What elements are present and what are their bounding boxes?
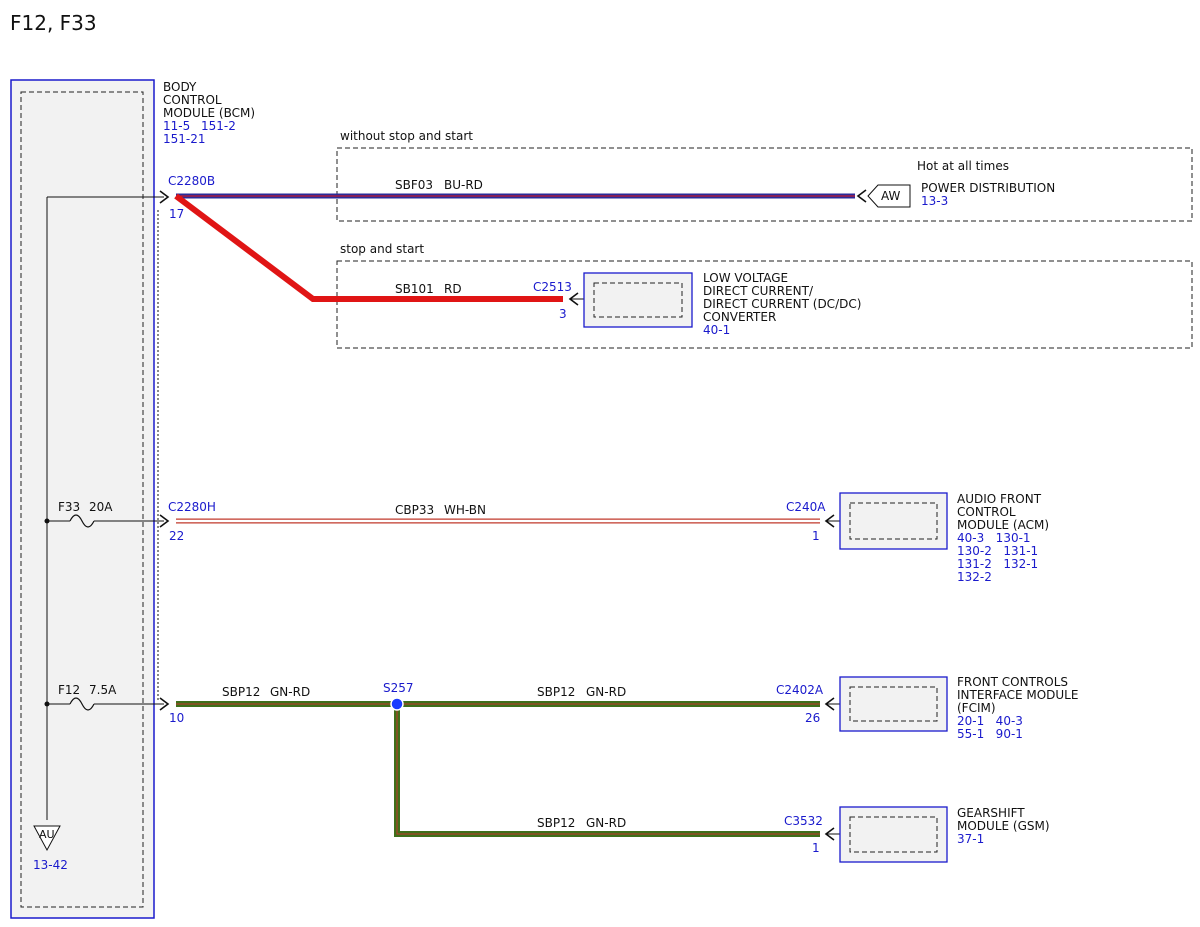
connector-c240a-pin: 1 [812, 529, 820, 543]
connector-c2280h-arrow [159, 514, 170, 528]
section-without-ss-box [336, 147, 1193, 222]
section-with-ss-label: stop and start [340, 242, 424, 256]
hot-at-all-times-label: Hot at all times [917, 159, 1009, 173]
wire-sbp12-main-circuit: SBP12 [222, 685, 260, 699]
fcim-ref-2: 55-1 90-1 [957, 727, 1023, 741]
wire-sbf03-color: BU-RD [444, 178, 483, 192]
dcdc-name-3: DIRECT CURRENT (DC/DC) [703, 297, 861, 311]
power-distribution-name: POWER DISTRIBUTION [921, 181, 1055, 195]
fcim-name-2: INTERFACE MODULE [957, 688, 1078, 702]
fuse-f12-name: F12 [58, 683, 80, 697]
wire-sbp12-fcim-circuit: SBP12 [537, 685, 575, 699]
gsm-ref: 37-1 [957, 832, 984, 846]
power-distribution-aw-label: AW [881, 189, 901, 203]
connector-c2280b-label: C2280B [168, 174, 215, 188]
fuse-f33-icon [69, 514, 95, 528]
connector-c2280h-pin: 22 [169, 529, 184, 543]
fcim-name-1: FRONT CONTROLS [957, 675, 1068, 689]
fuse-f12-rating: 7.5A [89, 683, 117, 697]
connector-c2280b-arrow [159, 190, 170, 204]
dcdc-name-2: DIRECT CURRENT/ [703, 284, 814, 298]
dcdc-ref: 40-1 [703, 323, 730, 337]
wire-sb101-circuit: SB101 [395, 282, 434, 296]
acm-ref-2: 130-2 131-1 [957, 544, 1038, 558]
dcdc-name-1: LOW VOLTAGE [703, 271, 788, 285]
fuse-f12-icon [69, 697, 95, 711]
connector-c2513-pin: 3 [559, 307, 567, 321]
section-without-ss-label: without stop and start [340, 129, 473, 143]
gsm-name-2: MODULE (GSM) [957, 819, 1050, 833]
acm-module-box [839, 492, 948, 550]
wire-sb101-color: RD [444, 282, 462, 296]
connector-f12-arrow [159, 697, 170, 711]
connector-c240a-label: C240A [786, 500, 826, 514]
connector-c3532-label: C3532 [784, 814, 823, 828]
acm-name-2: CONTROL [957, 505, 1016, 519]
bcm-name-1: BODY [163, 80, 197, 94]
wire-sbp12-gsm-color: GN-RD [586, 816, 626, 830]
dcdc-module-box [583, 272, 693, 328]
wire-sbf03-circuit: SBF03 [395, 178, 433, 192]
fcim-name-3: (FCIM) [957, 701, 996, 715]
ground-au-label: AU [39, 828, 55, 841]
splice-s257-label: S257 [383, 681, 414, 695]
wire-sbp12-main-color: GN-RD [270, 685, 310, 699]
bcm-name-3: MODULE (BCM) [163, 106, 255, 120]
bcm-inner-dashed [20, 91, 144, 908]
bcm-name-2: CONTROL [163, 93, 222, 107]
acm-ref-4: 132-2 [957, 570, 992, 584]
ground-au-icon [33, 825, 61, 852]
acm-name-1: AUDIO FRONT [957, 492, 1042, 506]
section-with-ss-box [336, 260, 1193, 349]
connector-c2402a-arrow [824, 697, 835, 711]
connector-f12-pin: 10 [169, 711, 184, 725]
connector-c2402a-label: C2402A [776, 683, 824, 697]
acm-name-3: MODULE (ACM) [957, 518, 1049, 532]
connector-c2280b-pin: 17 [169, 207, 184, 221]
wire-sbp12-gsm-circuit: SBP12 [537, 816, 575, 830]
fcim-ref-1: 20-1 40-3 [957, 714, 1023, 728]
connector-c2402a-pin: 26 [805, 711, 820, 725]
splice-s257-icon [390, 697, 404, 711]
gsm-name-1: GEARSHIFT [957, 806, 1025, 820]
ground-au-ref: 13-42 [33, 858, 68, 872]
wire-sbp12-gsm [394, 704, 820, 837]
power-distribution-aw-icon [867, 184, 911, 208]
dcdc-name-4: CONVERTER [703, 310, 776, 324]
fcim-module-box [839, 676, 948, 732]
bcm-ref-3: 151-21 [163, 132, 206, 146]
power-distribution-ref: 13-3 [921, 194, 948, 208]
acm-ref-3: 131-2 132-1 [957, 557, 1038, 571]
wire-cbp33-color: WH-BN [444, 503, 486, 517]
wire-sbp12-fcim-color: GN-RD [586, 685, 626, 699]
connector-c2513-arrow [568, 292, 579, 306]
connector-c240a-arrow [824, 514, 835, 528]
connector-c3532-arrow [824, 827, 835, 841]
gsm-module-box [839, 806, 948, 863]
wire-cbp33-circuit: CBP33 [395, 503, 434, 517]
acm-ref-1: 40-3 130-1 [957, 531, 1031, 545]
wire-sbp12-gsm-stripe [396, 704, 820, 835]
connector-c3532-pin: 1 [812, 841, 820, 855]
connector-c2280h-label: C2280H [168, 500, 216, 514]
fuse-f33-name: F33 [58, 500, 80, 514]
wire-sb101 [174, 193, 563, 302]
connector-c2513-label: C2513 [533, 280, 572, 294]
bcm-ref-1: 11-5 [163, 119, 190, 133]
diagram-title: F12, F33 [10, 11, 97, 35]
fuse-f33-rating: 20A [89, 500, 113, 514]
bcm-outline [10, 79, 155, 919]
bcm-ref-2: 151-2 [201, 119, 236, 133]
bcm-module: F33 20A F12 7.5A AU 13-42 [10, 79, 164, 919]
